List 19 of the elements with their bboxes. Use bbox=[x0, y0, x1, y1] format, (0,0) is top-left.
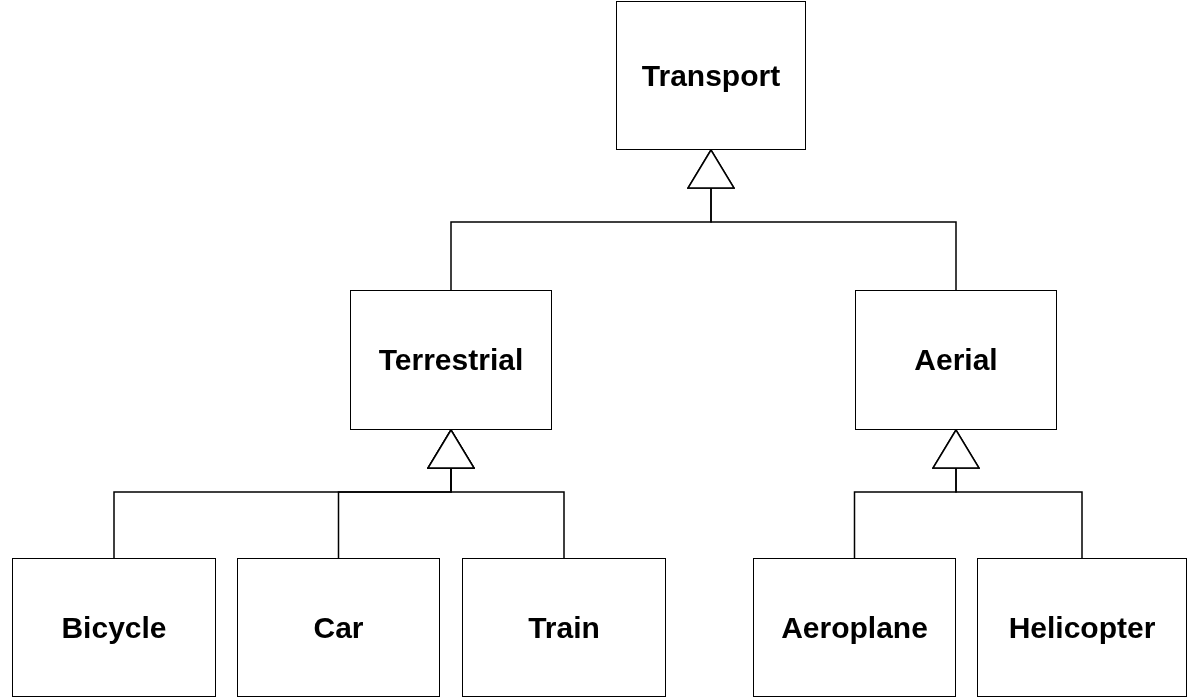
class-box bbox=[616, 1, 806, 150]
class-name: Helicopter bbox=[1008, 610, 1156, 645]
inheritance-arrow bbox=[932, 429, 1083, 559]
class-box bbox=[753, 558, 956, 697]
inheritance-arrow bbox=[427, 429, 565, 559]
class-name: Transport bbox=[641, 58, 781, 93]
class-name: Bicycle bbox=[61, 610, 167, 645]
class-box bbox=[855, 290, 1057, 430]
class-name: Terrestrial bbox=[378, 343, 524, 377]
class-box bbox=[462, 558, 666, 697]
class-name: Aerial bbox=[914, 343, 998, 377]
class-box bbox=[12, 558, 216, 697]
class-box bbox=[350, 290, 552, 430]
inheritance-arrow bbox=[687, 149, 957, 291]
class-name: Car bbox=[313, 610, 364, 645]
class-box bbox=[977, 558, 1187, 697]
class-name: Aeroplane bbox=[781, 610, 928, 645]
class-box bbox=[237, 558, 440, 697]
class-name: Train bbox=[528, 610, 600, 645]
